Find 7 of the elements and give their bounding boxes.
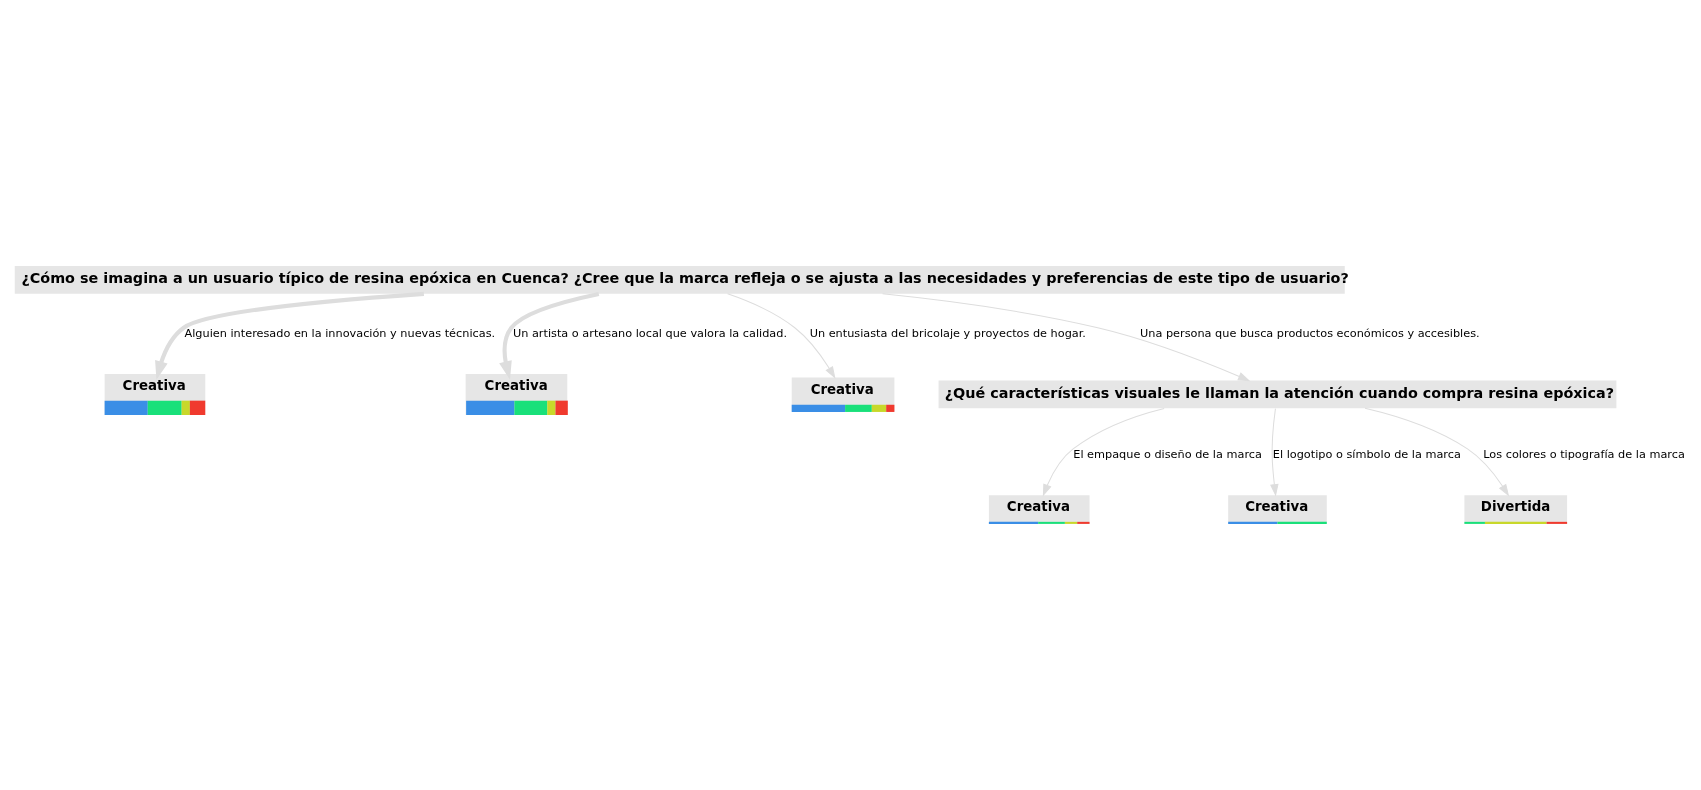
edge-label: Un artista o artesano local que valora la calidad. xyxy=(512,326,787,340)
edge-label: Una persona que busca productos económicos y accesibles. xyxy=(1140,326,1480,340)
edge-label: El logotipo o símbolo de la marca xyxy=(1272,447,1461,461)
edge-label: Alguien interesado en la innovación y nuevas técnicas. xyxy=(184,326,496,340)
edge-label: Los colores o tipografía de la marca xyxy=(1483,447,1685,461)
edge-label: El empaque o diseño de la marca xyxy=(1073,447,1262,461)
edge-label: Un entusiasta del bricolaje y proyectos de hogar. xyxy=(809,326,1086,340)
